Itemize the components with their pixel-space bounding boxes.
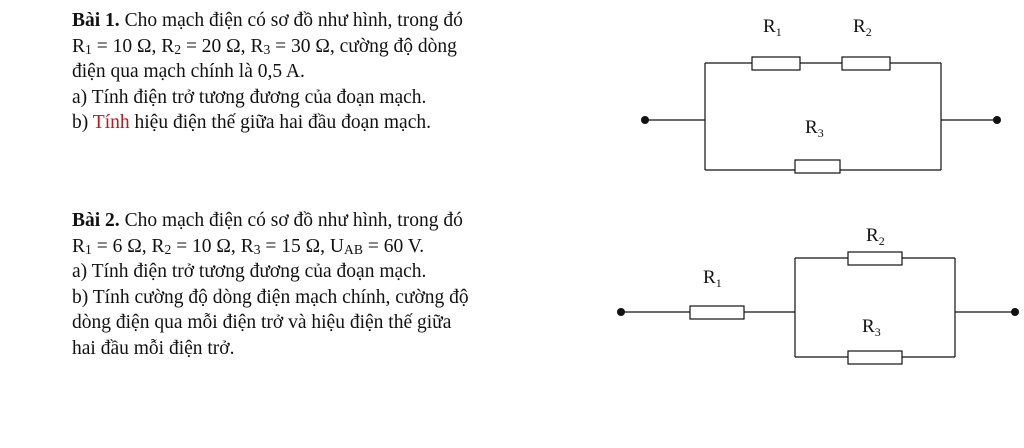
c1-label-r1: R1	[763, 16, 782, 39]
problem-1-line-1: Bài 1. Cho mạch điện có sơ đồ như hình, …	[72, 10, 463, 31]
c2-terminal-b	[1011, 308, 1019, 316]
c2-label-r1: R1	[703, 267, 722, 290]
c2-resistor-r1	[689, 305, 745, 320]
problem-2-title: Bài 2.	[72, 210, 120, 231]
c2-terminal-a	[617, 308, 625, 316]
c2-resistor-r3	[847, 350, 903, 365]
c1-resistor-r2	[841, 56, 891, 71]
problem-2-values: R1 = 6 Ω, R2 = 10 Ω, R3 = 15 Ω, UAB = 60…	[72, 235, 425, 257]
problem-1-part-b: b) Tính hiệu điện thế giữa hai đầu đoạn …	[72, 112, 431, 133]
circuit-2	[621, 251, 1015, 365]
highlight-word: Tính	[92, 112, 130, 133]
problem-2-part-b-3: hai đầu mỗi điện trở.	[72, 337, 235, 359]
c2-label-r2: R2	[866, 225, 885, 248]
problem-2-line-1: Bài 2. Cho mạch điện có sơ đồ như hình, …	[72, 210, 463, 231]
c1-label-r3: R3	[805, 117, 824, 140]
c2-label-r3: R3	[862, 316, 881, 339]
c1-terminal-b	[993, 116, 1001, 124]
c1-label-r2: R2	[853, 16, 872, 39]
problem-1-values: R1 = 10 Ω, R2 = 20 Ω, R3 = 30 Ω, cường đ…	[72, 35, 457, 57]
problem-1-title: Bài 1.	[72, 10, 120, 31]
problem-2: Bài 2. Cho mạch điện có sơ đồ như hình, …	[72, 208, 612, 361]
problem-2-part-b-1: b) Tính cường độ dòng điện mạch chính, c…	[72, 286, 469, 308]
c1-terminal-a	[641, 116, 649, 124]
problem-1-line-3: điện qua mạch chính là 0,5 A.	[72, 61, 305, 82]
circuit-1	[645, 56, 997, 174]
problem-1: Bài 1. Cho mạch điện có sơ đồ như hình, …	[72, 8, 612, 136]
problem-1-part-a: a) Tính điện trở tương đương của đoạn mạ…	[72, 86, 427, 108]
problem-2-part-b-2: dòng điện qua mỗi điện trở và hiệu điện …	[72, 312, 452, 333]
c1-resistor-r3	[794, 159, 841, 174]
c2-resistor-r2	[847, 251, 903, 266]
problem-2-part-a: a) Tính điện trở tương đương của đoạn mạ…	[72, 261, 427, 282]
c1-resistor-r1	[751, 56, 801, 71]
